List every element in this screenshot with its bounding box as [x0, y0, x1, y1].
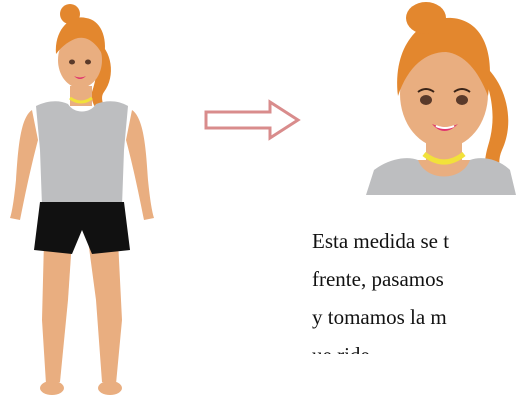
left-arm	[10, 110, 38, 220]
paragraph-line-1: Esta medida se t	[312, 229, 450, 253]
body-paragraph: Esta medida se t frente, pasamos y tomam…	[312, 222, 522, 354]
left-leg	[42, 240, 72, 384]
woman-full-body-figure	[10, 4, 154, 395]
woman-head-closeup	[366, 2, 516, 195]
head	[58, 32, 102, 88]
right-leg	[88, 240, 122, 384]
right-arm	[126, 110, 154, 220]
tank-top	[36, 101, 128, 206]
paragraph-line-4: ue ride	[312, 336, 522, 354]
paragraph-line-2: frente, pasamos	[312, 267, 444, 291]
right-arrow-icon	[204, 99, 301, 141]
ponytail	[91, 40, 111, 118]
hair	[55, 17, 106, 58]
paragraph-line-3: y tomamos la m	[312, 305, 447, 329]
shorts	[34, 202, 130, 254]
